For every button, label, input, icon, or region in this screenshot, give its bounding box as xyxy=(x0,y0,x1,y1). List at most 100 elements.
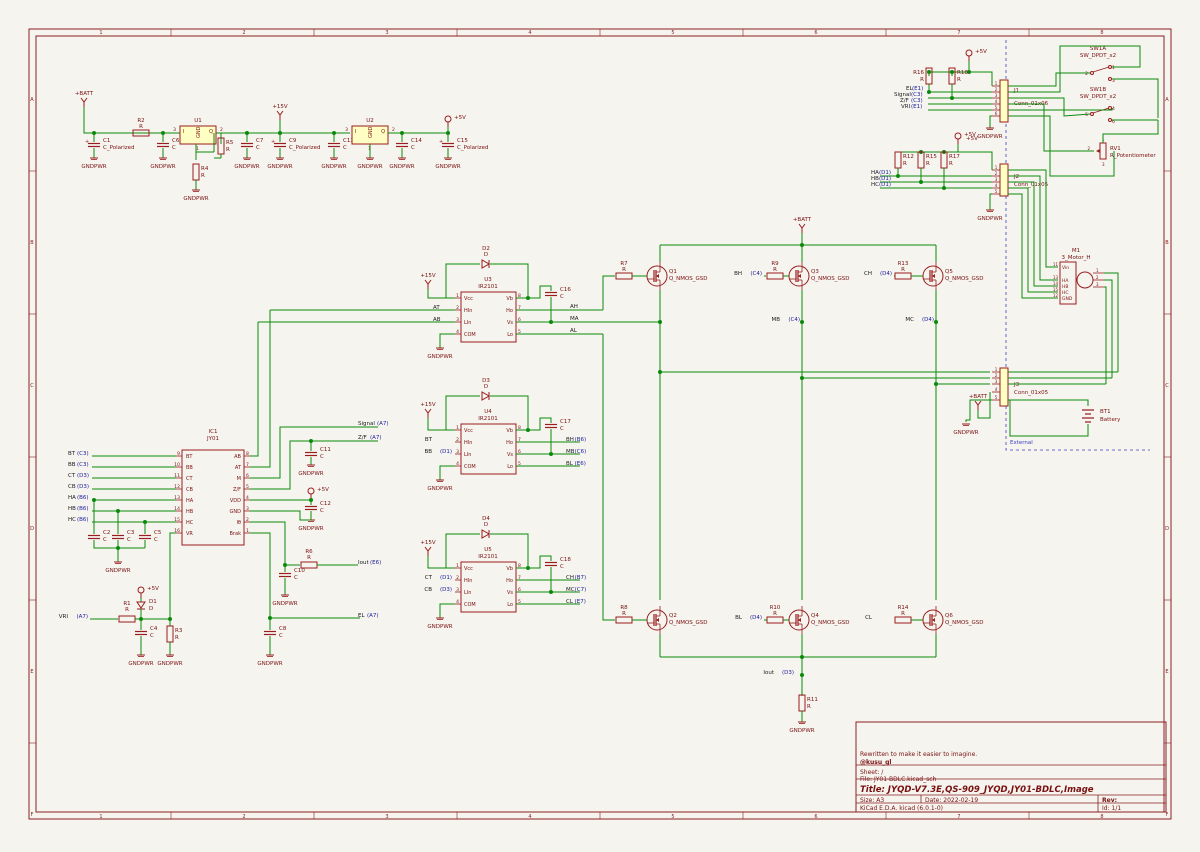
frame-col-label: 8 xyxy=(1100,814,1103,820)
pin-number: 7 xyxy=(246,462,249,468)
ref-label: C17 xyxy=(560,419,571,425)
wire xyxy=(250,532,360,619)
value-label: C xyxy=(150,633,154,639)
switch-contact xyxy=(1090,71,1094,75)
gndpwr-label: GNDPWR xyxy=(267,164,292,170)
value-label: 3_Motor_H xyxy=(1061,255,1090,261)
power-arrow xyxy=(424,546,432,552)
global-ref: (E7) xyxy=(575,599,586,605)
ref-label: U2 xyxy=(366,118,374,124)
pin-number: 4 xyxy=(995,387,998,392)
polarity-mark: + xyxy=(271,139,275,145)
value-label: R xyxy=(901,611,905,617)
ref-label: R15 xyxy=(926,154,937,160)
value-label: Q_NMOS_GSD xyxy=(945,620,984,626)
global-ref: (D1) xyxy=(440,449,452,455)
pin-name: HIn xyxy=(464,308,472,314)
global-ref: (A7) xyxy=(367,613,379,619)
pin-number: 3 xyxy=(995,177,998,182)
junction-dot xyxy=(934,320,938,324)
value-label: C xyxy=(560,426,564,432)
value-label: C xyxy=(320,454,324,460)
net-label: Iout xyxy=(763,670,774,676)
switch-lever xyxy=(1092,66,1110,73)
net-label: BL xyxy=(735,615,743,621)
global-ref: (D4) xyxy=(750,615,762,621)
value-label: Q_NMOS_GSD xyxy=(945,276,984,282)
power-label: +5V xyxy=(966,136,978,142)
pin-number: 4 xyxy=(995,99,998,104)
pin-number: 4 xyxy=(456,461,459,467)
frame-col-label: 5 xyxy=(671,30,674,36)
gndpwr-label: GNDPWR xyxy=(81,164,106,170)
junction-dot xyxy=(800,320,804,324)
frame-col-label: 1 xyxy=(99,30,102,36)
motor-connector xyxy=(1059,261,1077,305)
wire xyxy=(439,603,455,618)
net-label: AT xyxy=(433,305,440,311)
value-label: R xyxy=(926,161,930,167)
diode-body xyxy=(481,391,491,401)
pin-number: 3 xyxy=(246,506,249,512)
gndpwr-label: GNDPWR xyxy=(389,164,414,170)
net-label: VRI xyxy=(901,104,911,110)
ref-label: R10 xyxy=(770,605,781,611)
pin-name: AT xyxy=(235,465,242,471)
wire xyxy=(427,556,455,569)
resistor-body xyxy=(615,616,633,624)
frame-row-label: E xyxy=(30,669,33,675)
ref-label: R18 xyxy=(957,70,968,76)
power-label: +15V xyxy=(420,273,436,279)
ref-label: C4 xyxy=(150,626,158,632)
wire xyxy=(1008,108,1113,111)
global-ref: (D1) xyxy=(879,176,891,182)
pin-number: 4 xyxy=(246,495,249,501)
pin-number: 3 xyxy=(456,317,459,323)
ir2101-u4 xyxy=(460,423,517,475)
wire xyxy=(1008,175,1058,281)
global-ref: (C7) xyxy=(575,587,587,593)
pin-number: 1 xyxy=(196,146,199,152)
pin-number: 3 xyxy=(995,93,998,98)
net-label: BT xyxy=(425,437,433,443)
ref-label: C14 xyxy=(411,138,422,144)
power-label: +15V xyxy=(272,104,288,110)
connector-j1 xyxy=(999,79,1009,123)
net-label: HA xyxy=(68,495,76,501)
value-label: R xyxy=(175,635,179,641)
value-label: C xyxy=(560,564,564,570)
pin-number: 1 xyxy=(456,563,459,569)
value-label: C xyxy=(256,145,260,151)
ref-label: R1 xyxy=(123,601,130,607)
pin-name: Z/F xyxy=(233,487,241,493)
wire xyxy=(1008,97,1091,117)
gndpwr-label: GNDPWR xyxy=(183,196,208,202)
switch-contact xyxy=(1108,77,1112,81)
ref-label: R2 xyxy=(137,118,144,124)
ref-label: D2 xyxy=(482,246,490,252)
net-label: AH xyxy=(570,304,578,310)
pin-number: 8 xyxy=(518,425,521,431)
frame-col-label: 6 xyxy=(814,30,817,36)
wire xyxy=(528,417,552,431)
pin-number: 3 xyxy=(345,127,348,133)
wire xyxy=(427,289,455,299)
tb-tool: KiCad E.D.A. kicad (6.0.1-0) xyxy=(860,805,943,812)
pin-number: 2 xyxy=(392,127,395,133)
wire xyxy=(965,399,992,422)
net-label: AL xyxy=(570,328,578,334)
value-label: C xyxy=(279,633,283,639)
frame-row-label: F xyxy=(1166,812,1169,818)
global-ref: (D1) xyxy=(440,575,452,581)
value-label: R xyxy=(920,77,924,83)
jy01-body xyxy=(181,449,245,546)
pin-name: HB xyxy=(186,509,194,515)
switch-contact xyxy=(1108,118,1112,122)
pin-number: 1 xyxy=(246,528,249,534)
pin-number: 1 xyxy=(1112,65,1115,71)
pin-number: 1 xyxy=(995,81,998,86)
wire xyxy=(250,310,271,468)
global-ref: (C3) xyxy=(911,98,923,104)
wire xyxy=(1008,103,1090,152)
gndpwr-label: GNDPWR xyxy=(105,568,130,574)
